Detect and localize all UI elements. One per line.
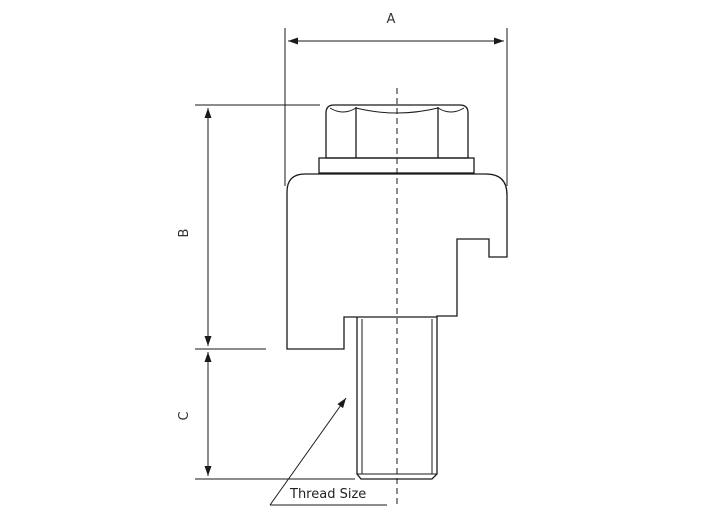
- thread-size-label: Thread Size: [289, 487, 366, 502]
- dimension-b-label: B: [177, 229, 192, 238]
- thread-size-callout: Thread Size: [269, 397, 387, 506]
- dimension-a-label: A: [387, 12, 396, 27]
- dimension-c: C: [177, 352, 355, 480]
- dimension-a: A: [284, 12, 508, 186]
- dimension-c-label: C: [177, 411, 192, 420]
- clamp-body: [286, 173, 508, 350]
- dimension-b: B: [177, 104, 320, 350]
